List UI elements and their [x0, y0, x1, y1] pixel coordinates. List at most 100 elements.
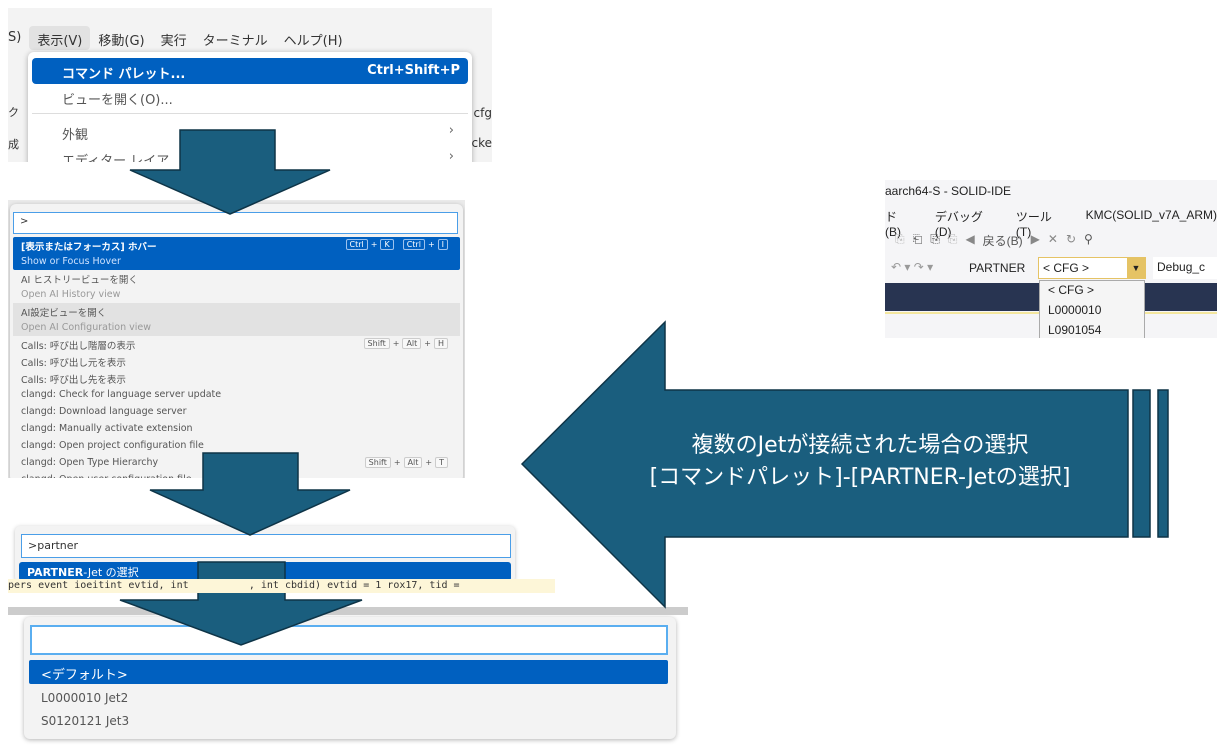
key-plus: +	[425, 458, 433, 467]
item-label: コマンド パレット...	[62, 67, 186, 82]
jet-option-default[interactable]: <デフォルト>	[29, 660, 668, 684]
key-cap: Alt	[403, 457, 423, 468]
jet-input[interactable]	[30, 625, 668, 655]
menu-item-command-palette[interactable]: コマンド パレット... Ctrl+Shift+P	[32, 58, 468, 84]
command-sublabel: Show or Focus Hover	[21, 256, 121, 267]
menu-terminal[interactable]: ターミナル	[202, 34, 268, 49]
view-dropdown: コマンド パレット... Ctrl+Shift+P ビューを開く(O)... 外観…	[28, 52, 472, 162]
down-arrow-2	[149, 452, 351, 536]
command-item[interactable]: Calls: 呼び出し元を表示	[13, 353, 460, 370]
menu-run[interactable]: 実行	[160, 34, 187, 49]
menubar: S) 表示(V) 移動(G) 実行 ターミナル ヘルプ(H)	[8, 26, 492, 50]
jet-option[interactable]: S0120121 Jet3	[41, 714, 130, 728]
command-label: clangd: Open project configuration file	[21, 440, 204, 451]
close-icon[interactable]: ✕	[1047, 232, 1058, 246]
command-sublabel: Open AI Configuration view	[21, 322, 152, 333]
command-label: [表示またはフォーカス] ホバー	[21, 242, 157, 253]
back-icon[interactable]: ◀	[965, 232, 975, 246]
refresh-icon[interactable]: ↻	[1065, 232, 1077, 246]
callout-line-1: 複数のJetが接続された場合の選択	[691, 433, 1029, 458]
ide-menubar: ド(B) デバッグ(D) ツール(T) KMC(SOLID_v7A_ARM)	[885, 208, 1217, 239]
key-plus: +	[392, 339, 400, 348]
menu-debug[interactable]: デバッグ(D)	[934, 210, 983, 239]
partner-option[interactable]: < CFG >	[1048, 283, 1095, 297]
bookmark-clear-icon[interactable]: ⎘	[947, 232, 958, 246]
config-combo[interactable]: Debug_c	[1153, 257, 1217, 279]
forward-icon[interactable]: ▶	[1030, 232, 1040, 246]
command-item[interactable]: clangd: Check for language server update	[13, 387, 460, 404]
command-item[interactable]: clangd: Download language server	[13, 404, 460, 421]
menu-item-editor-layout[interactable]: エディター レイア ›	[32, 145, 468, 162]
keybinding: Shift+Alt+T	[364, 457, 448, 468]
key-cap: Alt	[402, 338, 422, 349]
command-item[interactable]: Calls: 呼び出し先を表示	[13, 370, 460, 387]
jet-select-screenshot: <デフォルト> L0000010 Jet2 S0120121 Jet3	[8, 607, 688, 747]
solid-ide-screenshot: aarch64-S - SOLID-IDE ド(B) デバッグ(D) ツール(T…	[885, 180, 1217, 338]
bookmark-prev-icon[interactable]: ⎗	[912, 232, 923, 246]
side-text: 成	[8, 138, 19, 151]
search-icon[interactable]: ⚲	[1084, 232, 1093, 246]
command-label: clangd: Manually activate extension	[21, 423, 193, 434]
bookmark-next-icon[interactable]: ⎘	[930, 232, 940, 246]
result-text: -Jet の選択	[83, 566, 139, 579]
item-label: エディター レイア	[62, 154, 170, 162]
command-item[interactable]: AI設定ビューを開く Open AI Configuration view	[13, 303, 460, 336]
command-input[interactable]: >partner	[21, 534, 511, 558]
down-arrow-1	[129, 129, 331, 215]
match-text: PARTNER	[27, 566, 84, 579]
command-item[interactable]: clangd: Open project configuration file	[13, 438, 460, 455]
combo-value: < CFG >	[1043, 261, 1090, 275]
command-label: AI設定ビューを開く	[21, 308, 107, 319]
key-cap: K	[380, 239, 394, 250]
menu-item-appearance[interactable]: 外観 ›	[32, 119, 468, 145]
key-cap: I	[437, 239, 448, 250]
undo-redo-icon[interactable]: ↶ ▾ ↷ ▾	[891, 260, 934, 274]
window-title: aarch64-S - SOLID-IDE	[885, 184, 1012, 198]
item-label: ビューを開く(O)...	[62, 93, 173, 108]
callout-line-2: [コマンドパレット]-[PARTNER-Jetの選択]	[649, 465, 1071, 490]
bookmark-icon[interactable]: ⎘	[895, 232, 905, 246]
command-label: Calls: 呼び出し元を表示	[21, 358, 126, 369]
down-arrow-3	[119, 561, 363, 646]
command-item[interactable]: clangd: Open user configuration file	[13, 472, 460, 478]
partner-label: PARTNER	[969, 261, 1026, 275]
partner-combo[interactable]: < CFG > ▼	[1038, 257, 1146, 279]
menu-kmc[interactable]: KMC(SOLID_v7A_ARM)	[1085, 208, 1217, 222]
menu-tools[interactable]: ツール(T)	[1015, 210, 1052, 239]
menu-item-open-view[interactable]: ビューを開く(O)...	[32, 84, 468, 110]
key-cap: H	[433, 338, 448, 349]
jet-option[interactable]: L0000010 Jet2	[41, 691, 129, 705]
key-plus: +	[424, 339, 431, 348]
partner-dropdown: < CFG > L0000010 L0901054	[1039, 280, 1145, 338]
partner-option[interactable]: L0000010	[1048, 303, 1102, 317]
shortcut: Ctrl+Shift+P	[367, 63, 460, 78]
command-label: clangd: Download language server	[21, 406, 187, 417]
command-label: clangd: Open user configuration file	[21, 474, 460, 478]
command-label: AI ヒストリービューを開く	[21, 275, 138, 286]
menu-view[interactable]: 表示(V)	[29, 26, 91, 50]
key-plus: +	[427, 240, 435, 249]
item-label: 外観	[62, 128, 89, 143]
menu-build[interactable]: ド(B)	[885, 210, 901, 239]
menu-go[interactable]: 移動(G)	[98, 34, 145, 49]
partner-option[interactable]: L0901054	[1048, 323, 1102, 337]
menu-selection[interactable]: S)	[8, 30, 22, 45]
menu-help[interactable]: ヘルプ(H)	[283, 34, 343, 49]
command-item[interactable]: clangd: Manually activate extension	[13, 421, 460, 438]
chevron-right-icon: ›	[448, 123, 454, 138]
arrow-tail-bar	[1157, 389, 1169, 538]
command-label: Calls: 呼び出し階層の表示	[21, 341, 136, 352]
toolbar: ⎘ ⎗ ⎘ ⎘ ◀ 戻る(B) ▶ ✕ ↻ ⚲	[895, 232, 1093, 249]
command-label: clangd: Check for language server update	[21, 389, 222, 400]
back-label[interactable]: 戻る(B)	[982, 234, 1023, 248]
key-cap: T	[435, 457, 448, 468]
chevron-right-icon: ›	[448, 149, 454, 162]
command-input[interactable]: >	[13, 212, 458, 234]
chevron-down-icon[interactable]: ▼	[1127, 258, 1145, 278]
